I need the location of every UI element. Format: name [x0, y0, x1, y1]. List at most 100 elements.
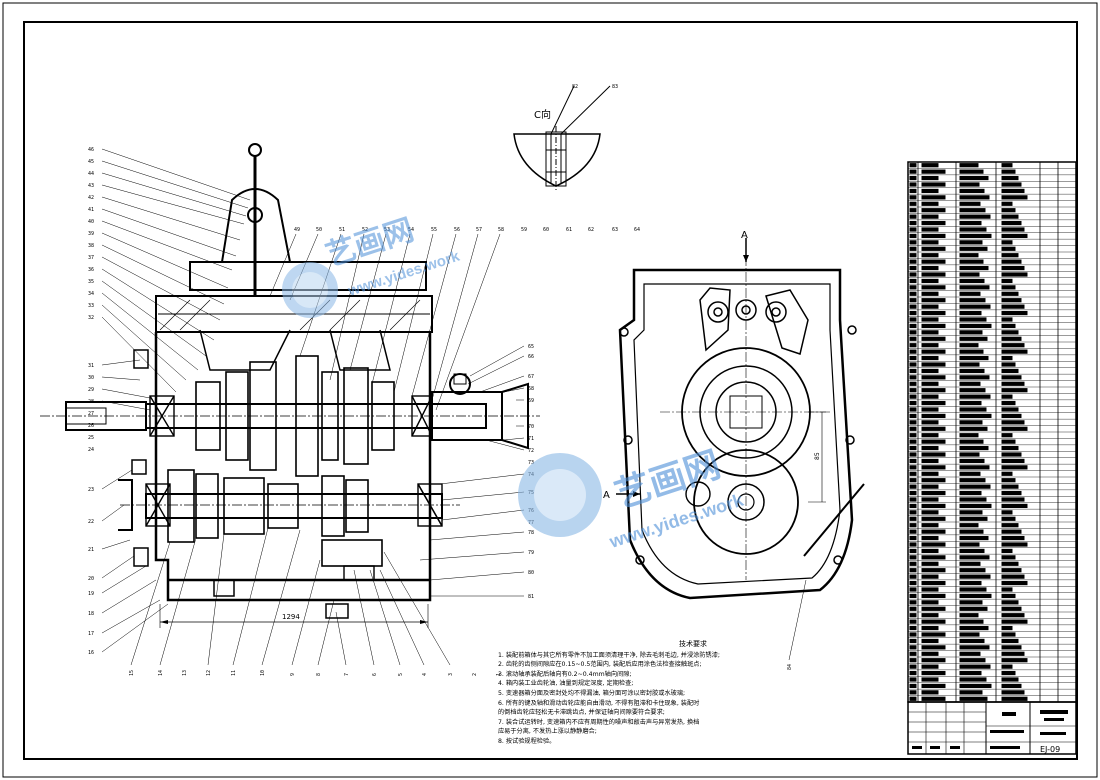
- parts-row-text: [921, 246, 946, 251]
- parts-row-text: [1001, 246, 1016, 251]
- parts-row-text: [921, 574, 939, 579]
- parts-row-text: [1001, 587, 1013, 592]
- parts-row-text: [959, 555, 990, 560]
- parts-row-text: [1001, 677, 1019, 682]
- balloon-label: 19: [88, 591, 94, 597]
- parts-row-text: [959, 188, 985, 194]
- parts-row-text: [909, 510, 917, 515]
- parts-row-text: [1001, 413, 1022, 419]
- balloon-label: 26: [88, 423, 94, 429]
- parts-row-text: [909, 619, 917, 624]
- parts-row-text: [1001, 664, 1013, 669]
- parts-row-text: [921, 465, 946, 470]
- parts-row-text: [1001, 478, 1016, 483]
- parts-row-text: [921, 233, 946, 239]
- tech-req-item: 8. 按试验规程检验。: [498, 737, 556, 745]
- parts-row-text: [909, 330, 917, 335]
- parts-row-text: [909, 163, 917, 168]
- balloon-label: 68: [528, 386, 534, 392]
- balloon-label: 56: [454, 227, 460, 233]
- parts-row-text: [921, 535, 939, 541]
- balloon-label: 27: [88, 411, 94, 417]
- balloon-label: 9: [290, 673, 296, 676]
- parts-row-text: [959, 690, 983, 695]
- parts-row-text: [959, 426, 988, 431]
- parts-row-text: [1001, 336, 1022, 341]
- parts-row-text: [909, 400, 917, 406]
- main-section-view: 1294: [40, 143, 540, 628]
- parts-row-text: [909, 593, 917, 599]
- parts-row-text: [1001, 201, 1013, 206]
- parts-row-text: [909, 394, 917, 399]
- parts-row-text: [959, 368, 985, 374]
- parts-row-text: [921, 690, 939, 695]
- balloon-label: 35: [88, 279, 94, 285]
- parts-row-text: [1001, 317, 1013, 322]
- parts-row-text: [959, 458, 985, 464]
- parts-row-text: [959, 542, 980, 547]
- tech-req-item: 3. 滚动轴承装配后轴向有0.2~0.4mm轴向间隙;: [498, 670, 632, 678]
- parts-row-text: [921, 542, 946, 547]
- balloon-label: 2: [472, 673, 478, 676]
- balloon-label: 57: [476, 227, 482, 233]
- balloon-label: 66: [528, 354, 534, 360]
- parts-row-text: [921, 407, 939, 412]
- parts-row-text: [959, 355, 989, 361]
- balloon-label: 20: [88, 576, 94, 582]
- balloon-label: 22: [88, 519, 94, 525]
- balloon-label: 15: [129, 670, 135, 676]
- parts-row-text: [909, 291, 917, 296]
- parts-row-text: [1001, 323, 1016, 329]
- parts-row-text: [959, 195, 990, 200]
- parts-row-text: [921, 593, 946, 599]
- balloon-label: 28: [88, 399, 94, 405]
- parts-row-text: [959, 484, 991, 489]
- parts-row-text: [959, 208, 986, 213]
- parts-row-text: [909, 568, 917, 573]
- parts-row-text: [909, 600, 917, 605]
- parts-row-text: [909, 445, 917, 451]
- parts-row-text: [959, 272, 980, 277]
- parts-row-text: [1001, 561, 1019, 566]
- balloon-label: 71: [528, 436, 534, 442]
- parts-row-text: [959, 375, 990, 380]
- leader-lines: [101, 148, 807, 666]
- balloon-label: 18: [88, 611, 94, 617]
- parts-row-text: [959, 362, 980, 367]
- parts-row-text: [921, 606, 946, 611]
- parts-row-text: [921, 336, 946, 341]
- parts-row-text: [909, 201, 917, 206]
- parts-row-text: [959, 182, 980, 187]
- parts-row-text: [1001, 259, 1022, 264]
- parts-row-text: [921, 600, 939, 605]
- balloon-label: 8: [316, 673, 322, 676]
- parts-row-text: [909, 465, 917, 470]
- parts-row-text: [921, 503, 946, 509]
- parts-row-text: [959, 478, 986, 483]
- balloon-label: 24: [88, 447, 94, 453]
- parts-row-text: [959, 670, 982, 676]
- parts-row-text: [909, 272, 917, 277]
- balloon-label: 67: [528, 374, 534, 380]
- parts-row-text: [959, 613, 979, 618]
- parts-row-text: [909, 516, 917, 521]
- balloon-label: 3: [448, 673, 454, 676]
- parts-row-text: [921, 310, 946, 316]
- parts-row-text: [921, 548, 939, 554]
- parts-row-text: [1001, 471, 1013, 476]
- parts-row-text: [909, 613, 917, 618]
- parts-row-text: [959, 651, 981, 656]
- parts-row-text: [1001, 298, 1022, 303]
- parts-row-text: [921, 253, 939, 258]
- balloon-label: 58: [498, 227, 504, 233]
- parts-row-text: [959, 445, 989, 451]
- parts-row-text: [921, 490, 946, 496]
- parts-row-text: [1001, 362, 1016, 367]
- parts-row-text: [959, 407, 987, 412]
- parts-row-text: [959, 638, 985, 644]
- parts-row-text: [1001, 220, 1022, 226]
- parts-row-text: [959, 600, 983, 605]
- parts-row-text: [921, 323, 946, 329]
- parts-row-text: [1001, 465, 1028, 470]
- watermark-center: 艺画网 www.yides.work: [518, 443, 747, 552]
